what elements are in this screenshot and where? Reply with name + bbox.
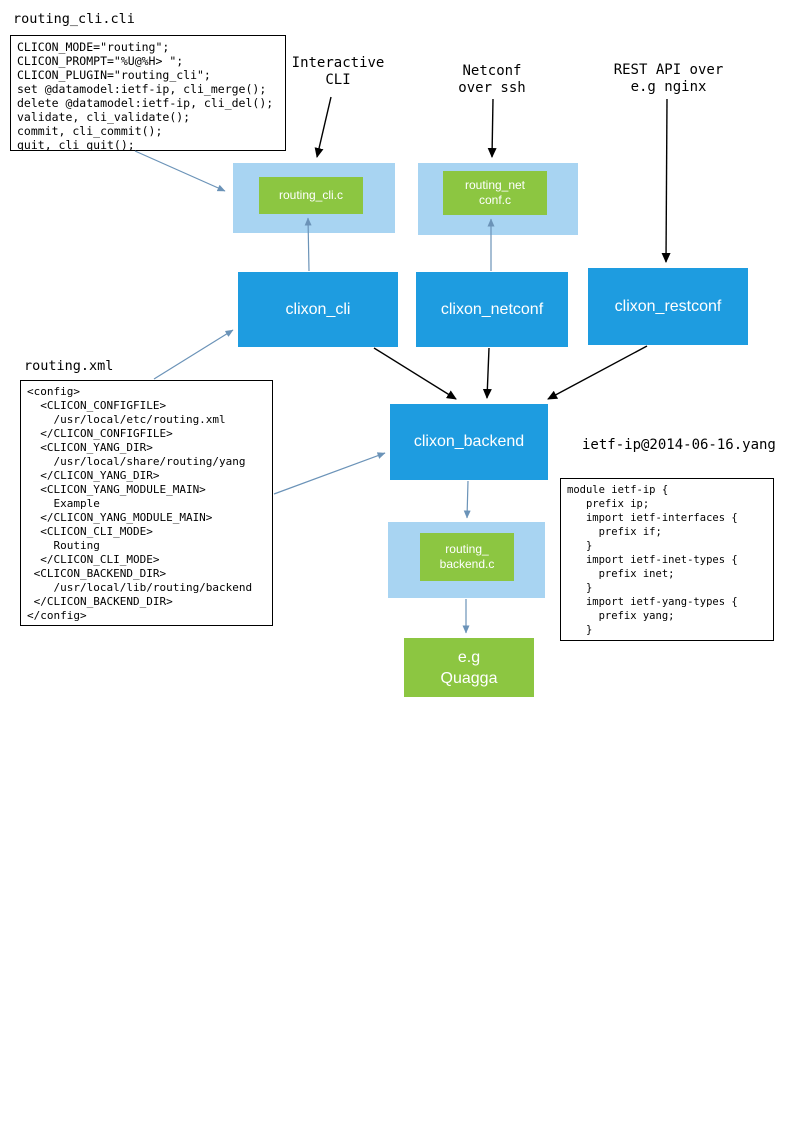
label-routing-cli-file: routing_cli.cli <box>13 11 135 27</box>
label-ietf-ip-yang-file: ietf-ip@2014-06-16.yang <box>582 437 776 453</box>
node-clixon-netconf: clixon_netconf <box>416 272 568 347</box>
node-quagga: e.g Quagga <box>404 638 534 697</box>
node-routing-netconf-c: routing_net conf.c <box>443 171 547 215</box>
arrow-xml-file-to-clixon-backend <box>273 452 386 495</box>
arrow-rest-api-to-clixon-restconf <box>661 98 671 263</box>
arrow-interactive-cli-to-cli-plugin <box>314 96 332 158</box>
label-routing-xml-file: routing.xml <box>24 358 114 374</box>
code-box-ietf-ip-yang: module ietf-ip { prefix ip; import ietf-… <box>560 478 774 641</box>
node-clixon-cli: clixon_cli <box>238 272 398 347</box>
node-routing-cli-c: routing_cli.c <box>259 177 363 214</box>
label-interactive-cli: Interactive CLI <box>291 55 385 88</box>
label-rest-api-nginx: REST API over e.g nginx <box>613 62 724 95</box>
arrow-xml-file-to-clixon-cli <box>153 329 234 380</box>
container-netconf-plugin: routing_net conf.c <box>418 163 578 235</box>
arrow-cli-file-to-cli-plugin <box>134 150 226 192</box>
code-box-routing-cli: CLICON_MODE="routing"; CLICON_PROMPT="%U… <box>10 35 286 151</box>
arrow-clixon-backend-to-backend-plugin <box>463 480 471 519</box>
arrow-netconf-ssh-to-netconf-plugin <box>487 98 497 158</box>
node-clixon-backend: clixon_backend <box>390 404 548 480</box>
node-routing-backend-c: routing_ backend.c <box>420 533 514 581</box>
container-cli-plugin: routing_cli.c <box>233 163 395 233</box>
arrow-clixon-restconf-to-backend <box>547 345 648 400</box>
container-backend-plugin: routing_ backend.c <box>388 522 545 598</box>
node-clixon-restconf: clixon_restconf <box>588 268 748 345</box>
label-netconf-over-ssh: Netconf over ssh <box>458 63 526 96</box>
arrow-clixon-cli-to-backend <box>373 347 457 400</box>
arrow-clixon-netconf-to-backend <box>482 347 492 399</box>
code-box-routing-xml: <config> <CLICON_CONFIGFILE> /usr/local/… <box>20 380 273 626</box>
